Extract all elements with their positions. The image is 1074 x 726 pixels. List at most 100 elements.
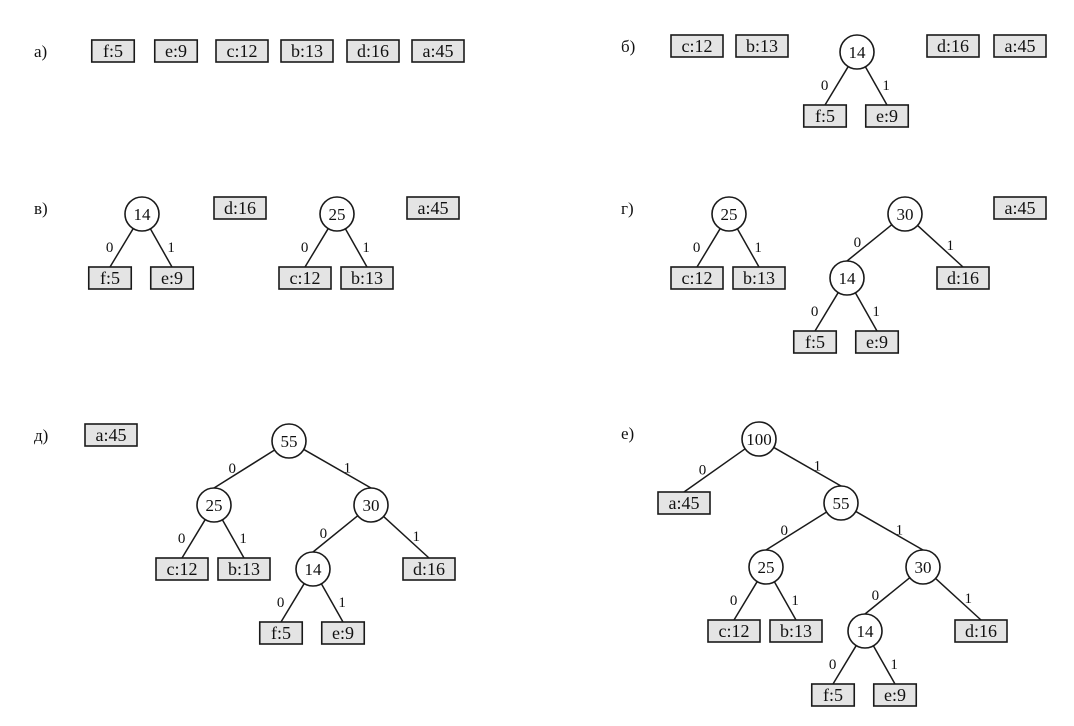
edge-bit-label: 0 [854, 235, 862, 251]
tree-edge [846, 224, 893, 262]
leaf-label: b:13 [743, 268, 775, 288]
internal-node-circle [748, 549, 784, 585]
leaf-label: b:13 [291, 41, 323, 61]
leaf-label: e:9 [876, 106, 898, 126]
edge-bit-label: 0 [730, 593, 738, 609]
tree-edge [213, 449, 275, 489]
leaf-label: b:13 [780, 621, 812, 641]
leaf-box [810, 683, 856, 707]
leaf-label: a:45 [418, 198, 449, 218]
leaf-box [802, 104, 848, 128]
edge-bit-label: 1 [413, 529, 421, 545]
node-weight: 14 [849, 43, 867, 62]
leaf-label: a:45 [96, 425, 127, 445]
node-weight: 55 [281, 432, 298, 451]
edge-bit-label: 1 [239, 531, 247, 547]
leaf-label: f:5 [805, 332, 825, 352]
leaf-box [670, 266, 724, 290]
tree-edge [344, 228, 368, 268]
internal-node-circle [319, 196, 355, 232]
tree-edge [832, 645, 857, 685]
leaf-box [153, 39, 199, 63]
leaf-label: c:12 [290, 268, 321, 288]
leaf-box [670, 34, 724, 58]
tree-edge [109, 228, 134, 268]
tree-edge [280, 583, 305, 623]
leaf-label: b:13 [351, 268, 383, 288]
edge-bit-label: 0 [829, 657, 837, 673]
tree-edge [854, 292, 878, 332]
leaf-box [864, 104, 910, 128]
edge-bit-label: 0 [781, 523, 789, 539]
leaf-label: d:16 [965, 621, 997, 641]
leaf-box [215, 39, 269, 63]
node-weight: 30 [897, 205, 914, 224]
leaf-box [340, 266, 394, 290]
node-weight: 30 [915, 558, 932, 577]
internal-node-circle [295, 551, 331, 587]
node-weight: 30 [363, 496, 380, 515]
leaf-box [732, 266, 786, 290]
node-weight: 14 [305, 560, 323, 579]
leaf-label: c:12 [227, 41, 258, 61]
tree-edge [696, 228, 721, 268]
edge-bit-label: 1 [814, 459, 822, 475]
edge-bit-label: 1 [791, 593, 799, 609]
edge-bit-label: 0 [872, 588, 880, 604]
edge-bit-label: 0 [811, 304, 819, 320]
tree-edge [312, 515, 359, 553]
tree-edge [303, 448, 372, 489]
tree-edge [864, 66, 888, 106]
internal-node-circle [741, 421, 777, 457]
leaf-box [411, 39, 465, 63]
leaf-label: a:45 [669, 493, 700, 513]
internal-node-circle [905, 549, 941, 585]
edge-bit-label: 1 [890, 657, 898, 673]
leaf-box [320, 621, 366, 645]
leaf-label: d:16 [224, 198, 256, 218]
leaf-box [213, 196, 267, 220]
leaf-label: e:9 [884, 685, 906, 705]
panel-label: д) [34, 426, 48, 445]
tree-edge [864, 577, 911, 615]
panel-label: в) [34, 199, 48, 218]
leaf-label: d:16 [947, 268, 979, 288]
tree-edge [683, 448, 746, 493]
edge-bit-label: 0 [693, 240, 701, 256]
leaf-box [954, 619, 1008, 643]
tree-edge [872, 645, 896, 685]
internal-node-circle [847, 613, 883, 649]
leaf-label: d:16 [937, 36, 969, 56]
edge-bit-label: 0 [301, 240, 309, 256]
leaf-box [707, 619, 761, 643]
node-weight: 25 [206, 496, 223, 515]
leaf-label: b:13 [746, 36, 778, 56]
leaf-label: a:45 [1005, 36, 1036, 56]
node-weight: 55 [833, 494, 850, 513]
node-weight: 100 [746, 430, 772, 449]
leaf-box [149, 266, 195, 290]
edge-bit-label: 0 [178, 531, 186, 547]
leaf-box [657, 491, 711, 515]
tree-edge [383, 515, 430, 559]
edge-bit-label: 0 [229, 461, 237, 477]
internal-node-circle [711, 196, 747, 232]
tree-edge [733, 581, 758, 621]
panel-label: е) [621, 424, 634, 443]
leaf-box [769, 619, 823, 643]
leaf-label: e:9 [161, 268, 183, 288]
node-weight: 25 [721, 205, 738, 224]
panel-e: е)0a:45100c:121b:1325100f:51e:9141d:1630… [621, 421, 1008, 707]
internal-node-circle [271, 423, 307, 459]
internal-node-circle [887, 196, 923, 232]
tree-edge [304, 228, 329, 268]
leaf-box [346, 39, 400, 63]
tree-edge [935, 577, 982, 621]
internal-node-circle [353, 487, 389, 523]
edge-bit-label: 1 [872, 304, 880, 320]
edge-bit-label: 1 [362, 240, 370, 256]
leaf-label: b:13 [228, 559, 260, 579]
